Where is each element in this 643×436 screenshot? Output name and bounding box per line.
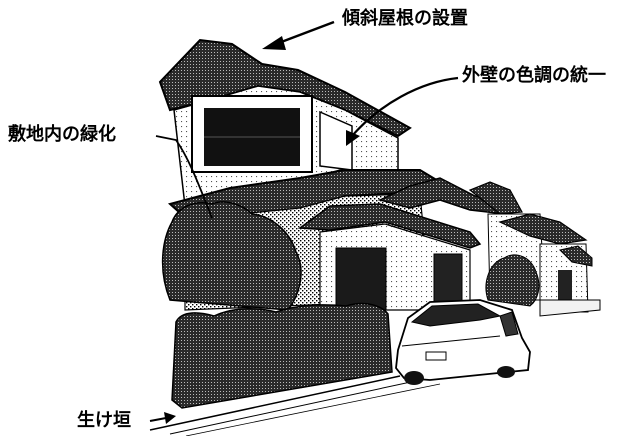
wall-arrowhead [346,130,360,146]
label-wall-color: 外壁の色調の統一 [462,65,606,86]
garage-door [335,247,387,311]
neighbor-roof-3 [498,213,588,245]
curb-line [149,375,401,431]
car-wheel-front [404,371,424,385]
greenery-leader [155,135,213,219]
wall-arrow [351,76,459,137]
right-wall [539,299,601,317]
neighbor-roof-2 [468,181,523,215]
neighbor-roof-4 [559,245,593,267]
hedge-arrow [149,417,167,422]
right-tree [485,254,540,307]
hedge [171,302,393,409]
garden-trees [161,201,540,311]
label-greenery: 敷地内の緑化 [8,124,116,145]
annex-roof [297,203,482,249]
label-hedge: 生け垣 [77,410,131,431]
hedge-arrowhead [164,412,176,424]
callout-arrows [149,20,459,424]
car-side-window [499,311,519,337]
car-wheel-rear [497,366,515,378]
street [149,299,601,436]
hedge-body [171,302,393,409]
large-tree [161,201,302,311]
label-roof: 傾斜屋根の設置 [342,8,468,29]
roof-arrowhead [262,36,286,50]
parked-car [395,299,531,385]
car-plate [425,351,447,361]
roof-arrow [275,20,335,46]
